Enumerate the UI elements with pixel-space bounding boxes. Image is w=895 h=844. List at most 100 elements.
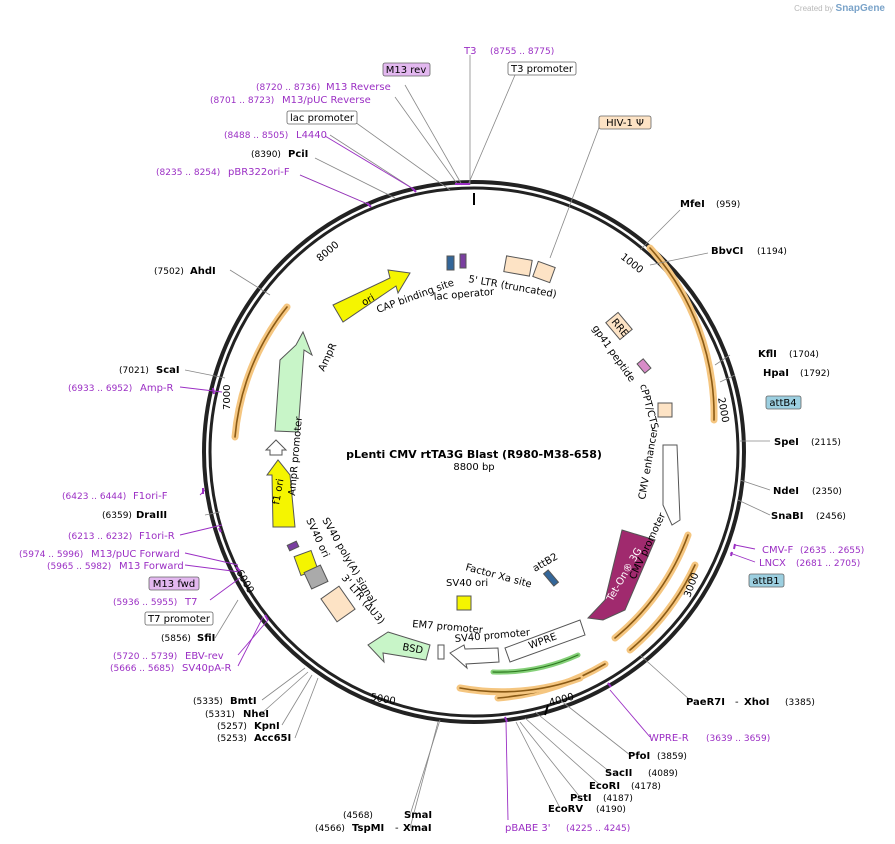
ltr5-box-a: [503, 255, 533, 277]
primer-sv40pa-r: SV40pA-R: [182, 663, 231, 674]
svg-text:(5666 .. 5685): (5666 .. 5685): [110, 664, 174, 674]
primer-wpre-r: WPRE-R: [649, 733, 689, 744]
svg-text:lac promoter: lac promoter: [290, 113, 355, 124]
site-acc65i: Acc65I: [254, 733, 291, 744]
svg-text:(8235 .. 8254): (8235 .. 8254): [156, 168, 220, 178]
site-mfei: MfeI: [680, 199, 705, 210]
primer-lncx: LNCX: [759, 558, 786, 569]
primer-t7: T7: [184, 597, 197, 608]
svg-text:(3385): (3385): [785, 698, 815, 708]
site-smai: SmaI: [404, 810, 432, 821]
site-draiii: DraIII: [136, 510, 167, 521]
svg-text:(1704): (1704): [789, 350, 819, 360]
em7-box: [437, 644, 445, 660]
primer-marks: [202, 183, 736, 723]
primer-t3: T3: [463, 46, 476, 57]
svg-text:(8701 .. 8723): (8701 .. 8723): [210, 96, 274, 106]
svg-text:(4566): (4566): [315, 824, 345, 834]
svg-text:(2681 .. 2705): (2681 .. 2705): [796, 559, 860, 569]
primer-cmv-f: CMV-F: [762, 545, 793, 556]
svg-text:(6933 .. 6952): (6933 .. 6952): [68, 384, 132, 394]
primer-labels: T3 (8755 .. 8775) (8720 .. 8736) M13 Rev…: [19, 46, 864, 834]
attb2-box: [542, 569, 560, 587]
sv40-polya-box: [303, 564, 329, 590]
t3-promoter-box: [507, 61, 577, 76]
svg-text:(6423 .. 6444): (6423 .. 6444): [62, 492, 126, 502]
boxed-labels: M13 rev T3 promoter lac promoter HIV-1 Ψ…: [144, 61, 802, 626]
svg-text:HIV-1 Ψ: HIV-1 Ψ: [606, 118, 644, 129]
site-xmai: XmaI: [403, 823, 432, 834]
svg-text:(8720 .. 8736): (8720 .. 8736): [256, 83, 320, 93]
svg-text:lac operator: lac operator: [433, 287, 495, 303]
svg-text:T3 promoter: T3 promoter: [510, 64, 574, 75]
primer-m13-forward: M13 Forward: [119, 561, 184, 572]
svg-text:5000: 5000: [369, 692, 396, 707]
svg-text:(5974 .. 5996): (5974 .. 5996): [19, 550, 83, 560]
connectors: [184, 55, 771, 829]
m13-box: [286, 540, 300, 552]
site-sfii: SfiI: [197, 633, 215, 644]
attb1-box: [748, 573, 785, 588]
svg-text:BSD: BSD: [401, 642, 424, 656]
ori-arrow: [332, 269, 411, 323]
feature-shapes: [264, 253, 681, 670]
attb4-box: [765, 395, 802, 410]
site-kfli: KflI: [758, 349, 777, 360]
svg-text:T7 promoter: T7 promoter: [147, 614, 211, 625]
svg-text:-: -: [395, 823, 399, 834]
primer-connectors: [179, 135, 756, 821]
ampr-arrow: [274, 330, 314, 433]
svg-text:(7021): (7021): [119, 366, 149, 376]
svg-text:(4178): (4178): [631, 782, 661, 792]
svg-text:(2635 .. 2655): (2635 .. 2655): [800, 546, 864, 556]
svg-text:-: -: [735, 697, 739, 708]
primer-f1ori-r: F1ori-R: [139, 531, 175, 542]
plasmid-name: pLenti CMV rtTA3G Blast (R980-M38-658): [346, 448, 602, 461]
svg-text:(4225 .. 4245): (4225 .. 4245): [566, 824, 630, 834]
svg-text:(5331): (5331): [205, 710, 235, 720]
site-snabi: SnaBI: [771, 511, 803, 522]
svg-text:(5856): (5856): [161, 634, 191, 644]
svg-text:(5720 .. 5739): (5720 .. 5739): [113, 652, 177, 662]
lac-promoter-box: [286, 110, 358, 125]
primer-amp-r: Amp-R: [140, 383, 174, 394]
primer-l4440: L4440: [296, 130, 327, 141]
hiv1-psi-box: [598, 115, 652, 130]
svg-text:(959): (959): [716, 200, 740, 210]
svg-text:(4568): (4568): [343, 811, 373, 821]
site-bmti: BmtI: [230, 696, 257, 707]
svg-text:(5253): (5253): [217, 734, 247, 744]
site-spei: SpeI: [774, 437, 799, 448]
primer-pbr322ori-f: pBR322ori-F: [228, 167, 290, 178]
svg-text:f1 ori: f1 ori: [271, 478, 286, 506]
svg-text:(5965 .. 5982): (5965 .. 5982): [47, 562, 111, 572]
svg-text:1000: 1000: [618, 252, 645, 276]
svg-text:(4187): (4187): [603, 794, 633, 804]
site-pcii: PciI: [288, 149, 308, 160]
backbone-outer-ring: [202, 180, 746, 724]
svg-text:EM7 promoter: EM7 promoter: [412, 619, 484, 636]
svg-text:7000: 7000: [222, 385, 233, 410]
m13-fwd-box: [148, 576, 200, 591]
svg-text:8000: 8000: [315, 240, 342, 265]
primer-pbabe-3: pBABE 3': [505, 823, 551, 834]
svg-text:(1792): (1792): [800, 369, 830, 379]
t7-promoter-box: [144, 611, 214, 626]
cap-site-box: [446, 255, 455, 271]
site-tspmi: TspMI: [352, 823, 384, 834]
snapgene-credit: Created by SnapGene: [794, 3, 885, 14]
backbone-inner-ring: [208, 186, 740, 718]
sv40-ori-inner-box: [456, 595, 472, 611]
site-xhoi: XhoI: [744, 697, 769, 708]
svg-text:(4190): (4190): [596, 805, 626, 815]
svg-text:M13 rev: M13 rev: [386, 65, 427, 76]
lac-operator-box: [459, 253, 467, 269]
site-ecori: EcoRI: [589, 781, 620, 792]
svg-text:(5335): (5335): [193, 697, 223, 707]
svg-text:SV40 ori: SV40 ori: [446, 578, 488, 589]
svg-text:2000: 2000: [715, 397, 730, 424]
svg-text:(4089): (4089): [648, 769, 678, 779]
sites-right: MfeI (959) BbvCI (1194) KflI (1704) HpaI…: [680, 199, 846, 708]
site-ahdi: AhdI: [190, 266, 216, 277]
svg-text:attB4: attB4: [769, 398, 796, 409]
